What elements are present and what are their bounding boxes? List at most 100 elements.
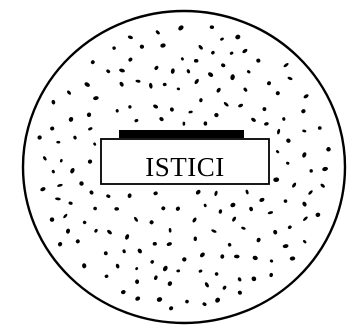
dot [256,237,262,243]
dot [158,116,164,122]
dot [156,296,163,302]
dot [262,107,266,111]
dot [55,197,61,200]
dot [287,225,292,230]
dot [84,81,91,87]
dot [93,142,97,146]
dot [183,122,186,126]
dot [269,259,273,263]
dot [106,194,111,199]
dot [269,273,273,278]
dot [277,129,281,135]
dot [302,129,307,133]
dot [303,93,310,99]
label-box-shadow [119,130,244,138]
dot [214,297,221,304]
dot [220,63,226,68]
dot [223,101,229,107]
dot [114,207,119,211]
dot [94,228,99,233]
dot [203,203,207,207]
dot [227,242,231,247]
dot [273,177,279,182]
dot [176,269,180,272]
dot [57,183,63,187]
dot [308,190,314,196]
dot [88,127,93,131]
dot [112,46,116,50]
dot [127,193,132,199]
dot [127,35,133,40]
dot [322,166,329,171]
dot [214,113,219,117]
dot [73,135,77,140]
dot [207,71,214,78]
dot [69,167,75,174]
dot [160,43,166,48]
dot [168,305,174,311]
dot [198,44,204,50]
dot [134,118,139,123]
dot [139,44,145,50]
dot [103,251,108,256]
dot [186,69,191,74]
dot [167,280,173,286]
dot [202,302,207,307]
dot [267,211,273,215]
dot [106,69,111,74]
dot [133,216,139,222]
dot [115,263,120,269]
dot [230,74,235,81]
dot [79,181,85,187]
dot [106,229,112,235]
dot [37,135,43,141]
dot [153,275,158,281]
dot [124,234,130,241]
dot [246,69,251,74]
dot [237,277,242,282]
dot [66,90,72,96]
dot [135,267,139,271]
dot [119,81,125,87]
dot [93,206,97,210]
dot [250,117,256,123]
dot [82,220,87,225]
dot [75,239,81,245]
dot [65,228,70,234]
dot [120,289,126,295]
dot [153,191,158,196]
dot [256,58,261,63]
dot [302,216,308,222]
dot [301,152,307,159]
dot [282,117,286,121]
dot [195,189,202,196]
dot [238,103,244,108]
dot [170,68,175,74]
dot [86,112,92,118]
dot [56,141,60,144]
dot [234,34,241,40]
dot [283,62,289,68]
dot [309,169,313,173]
dot [89,190,95,196]
dot [243,87,248,93]
dot [214,272,219,277]
dot [282,244,288,249]
dot [285,161,289,165]
dot [204,121,208,125]
dot [150,259,155,264]
dot [220,254,225,259]
dot [180,57,184,61]
dot [220,37,225,41]
dot [42,156,47,162]
dot [199,98,203,103]
dot [155,30,161,36]
dot [57,241,63,247]
dot [214,190,218,196]
dot [149,219,155,225]
dot [287,76,293,81]
dot [249,206,254,211]
dot [128,105,132,109]
dot [199,252,206,259]
